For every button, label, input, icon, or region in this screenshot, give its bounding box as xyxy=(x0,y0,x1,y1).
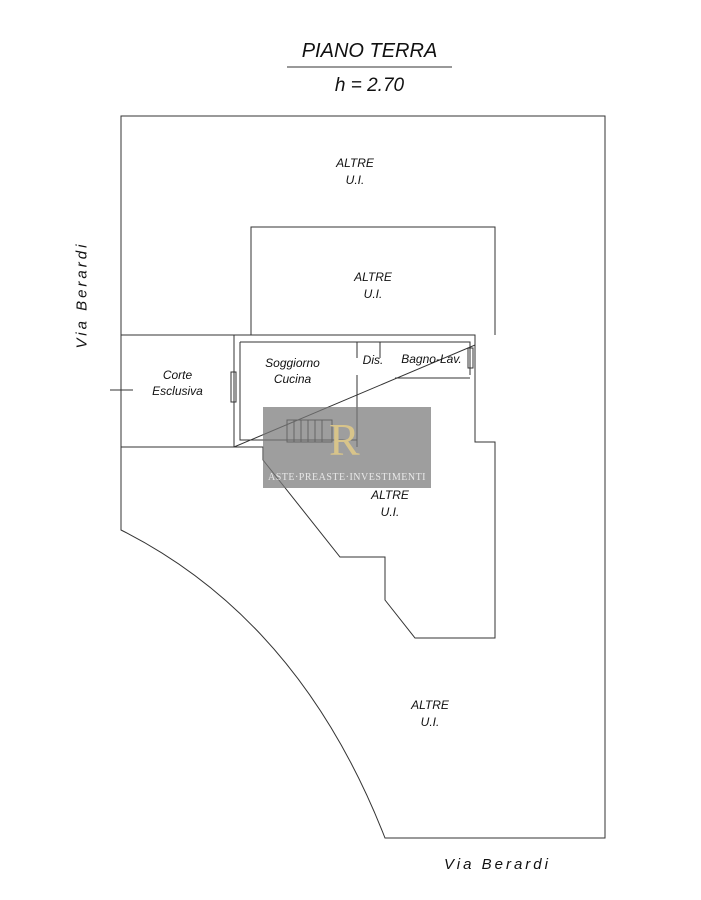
street-bottom: Via Berardi xyxy=(444,856,551,873)
ceiling-height: h = 2.70 xyxy=(334,75,405,96)
street-left: Via Berardi xyxy=(73,241,91,349)
window xyxy=(230,371,237,403)
watermark-logo: R xyxy=(329,414,360,465)
unit-outline xyxy=(233,334,496,639)
watermark-text: ASTE·PREASTE·INVESTIMENTI xyxy=(267,472,427,483)
room-disimpegno: Dis. xyxy=(362,353,384,367)
window xyxy=(467,347,474,369)
corte-esclusiva-area xyxy=(120,334,235,448)
room-bagno-lav: Bagno-Lav. xyxy=(401,352,462,366)
altre-ui-inner-block xyxy=(250,226,496,335)
lot-boundary xyxy=(120,115,606,839)
plan-title: PIANO TERRA xyxy=(301,40,438,62)
watermark: R ASTE·PREASTE·INVESTIMENTI xyxy=(263,407,431,488)
